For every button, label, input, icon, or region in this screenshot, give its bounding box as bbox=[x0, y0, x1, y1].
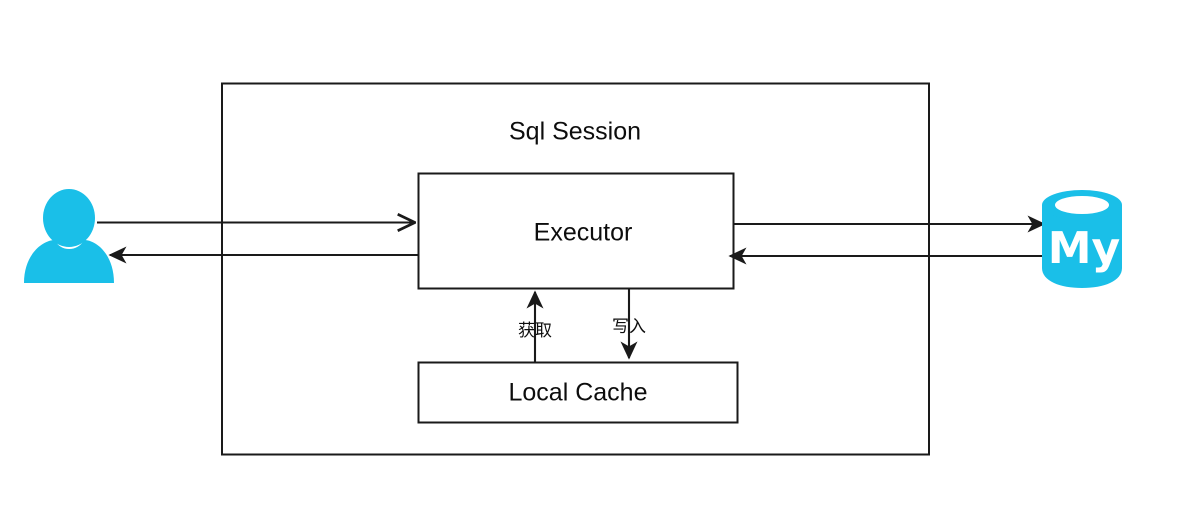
executor-label: Executor bbox=[534, 219, 633, 247]
executor-box[interactable] bbox=[417, 172, 735, 290]
sql-session-title: Sql Session bbox=[509, 118, 641, 146]
local-cache-label: Local Cache bbox=[509, 379, 648, 407]
local-cache-box[interactable] bbox=[417, 361, 739, 424]
mysql-database-icon[interactable]: My bbox=[1042, 190, 1122, 288]
edge-label-write: 写入 bbox=[612, 317, 646, 337]
mysql-label: My bbox=[1048, 223, 1120, 274]
user-icon[interactable] bbox=[24, 189, 114, 283]
edge-label-fetch: 获取 bbox=[518, 321, 552, 341]
